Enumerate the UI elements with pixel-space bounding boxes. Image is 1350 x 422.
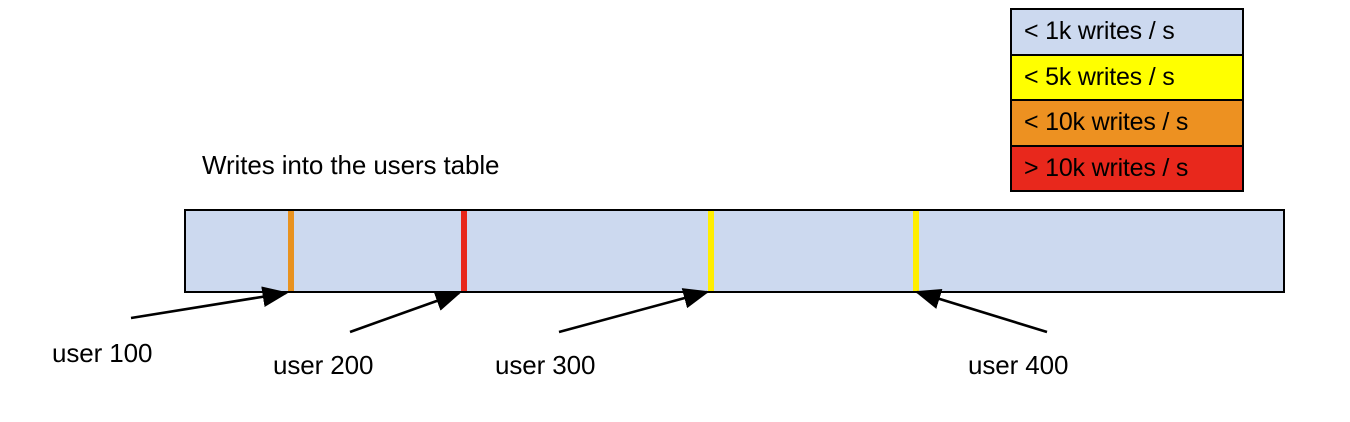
legend: < 1k writes / s < 5k writes / s < 10k wr…	[1010, 8, 1244, 192]
legend-row-over-10k: > 10k writes / s	[1012, 146, 1242, 190]
legend-row-under-10k: < 10k writes / s	[1012, 101, 1242, 147]
users-table-band	[184, 209, 1285, 293]
user-200-stripe	[461, 211, 467, 291]
arrow-user-300	[558, 288, 710, 334]
label-user-300: user 300	[495, 350, 596, 380]
legend-row-under-1k: < 1k writes / s	[1012, 10, 1242, 56]
chart-title: Writes into the users table	[202, 150, 500, 180]
arrow-user-200	[349, 291, 462, 334]
label-user-400: user 400	[968, 350, 1069, 380]
user-400-stripe	[913, 211, 919, 291]
arrow-user-100	[130, 286, 289, 320]
legend-label-over-10k: > 10k writes / s	[1024, 153, 1189, 182]
arrow-user-400	[914, 288, 1048, 334]
arrow-group	[130, 286, 1048, 334]
legend-label-under-10k: < 10k writes / s	[1024, 108, 1189, 137]
label-user-200: user 200	[273, 350, 374, 380]
label-user-100: user 100	[52, 338, 153, 368]
legend-label-under-5k: < 5k writes / s	[1024, 62, 1175, 91]
user-100-stripe	[288, 211, 294, 291]
legend-label-under-1k: < 1k writes / s	[1024, 17, 1175, 46]
legend-row-under-5k: < 5k writes / s	[1012, 55, 1242, 101]
user-300-stripe	[708, 211, 714, 291]
